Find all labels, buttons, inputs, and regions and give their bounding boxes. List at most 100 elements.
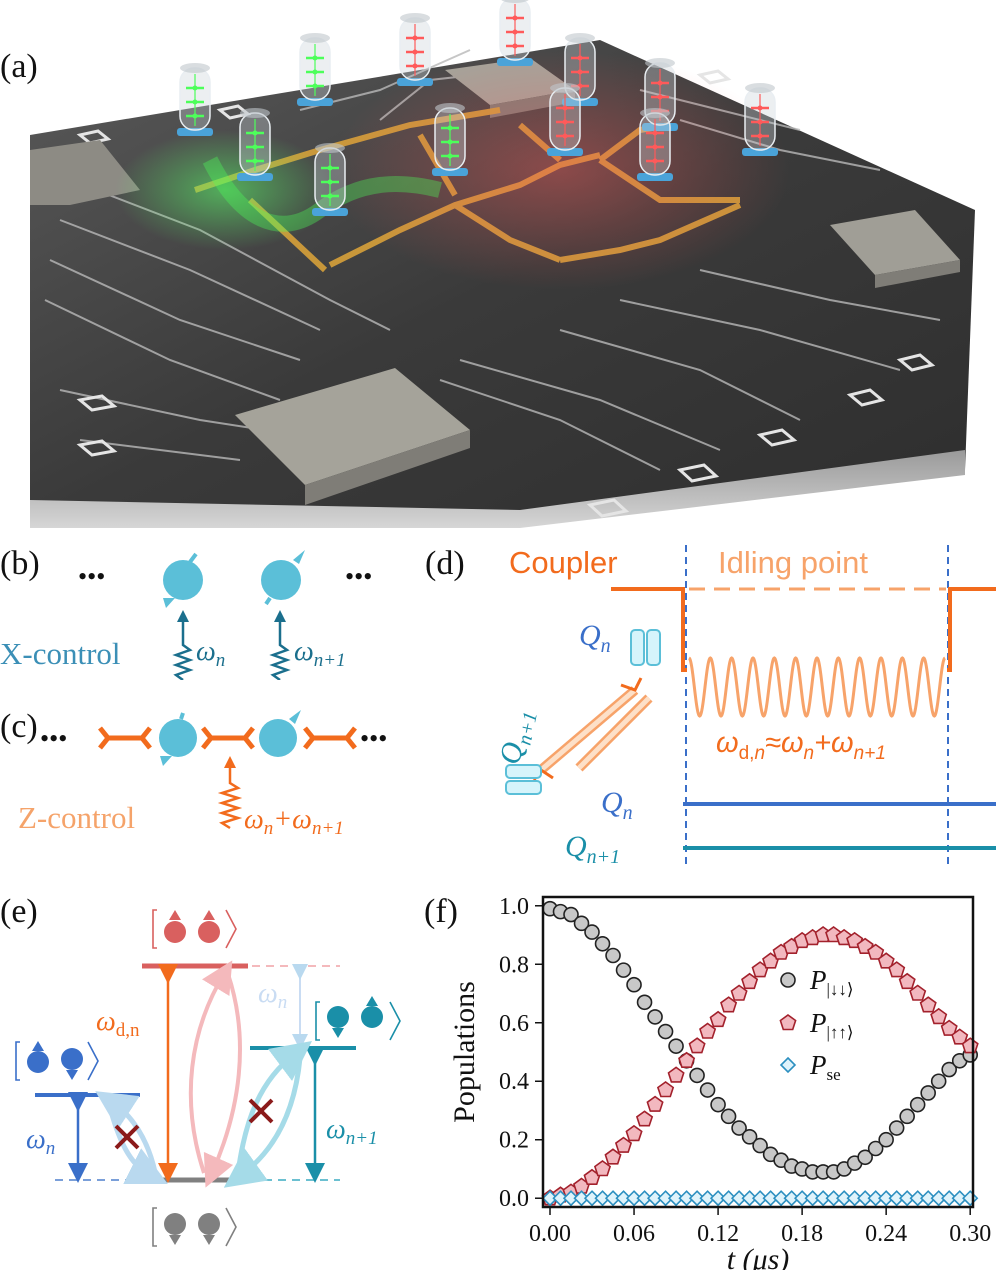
x-axis-label: t (μs) [727,1243,790,1270]
data-point [962,1190,979,1207]
data-point [709,1010,727,1028]
data-point [584,924,600,940]
data-point [635,1110,654,1127]
data-point [779,1014,797,1031]
svg-text:ωn: ωn [26,1124,55,1159]
qubit-capsule [637,108,673,181]
data-point [646,1095,664,1112]
panel-label-f: (f) [424,893,458,930]
data-point [951,1028,969,1045]
data-point [899,1190,916,1207]
svg-text:ωn+1: ωn+1 [326,1114,378,1149]
coupler-trace-end [947,587,996,672]
legend-label: Pse [809,1050,841,1084]
data-point [857,1190,874,1207]
data-point [541,1190,559,1207]
data-point [940,1019,958,1036]
data-point [898,972,916,990]
y-tick-label: 0.2 [499,1128,529,1154]
data-point [730,984,748,1001]
arrow-blocked-left-b [95,1091,158,1173]
data-point [657,1023,674,1040]
data-point [699,1022,717,1039]
svg-text:Qn+1: Qn+1 [565,830,620,868]
data-point [605,947,621,964]
forbidden-cross-left [114,1124,140,1150]
qubit-capsule [312,143,348,216]
state-up-up [152,909,237,949]
data-point [804,1190,821,1207]
data-point [741,1190,758,1207]
chip-front-edge [30,450,965,528]
data-point [678,1051,696,1068]
omega-n1: ω [294,636,314,667]
data-point [615,962,632,978]
data-point [751,1190,769,1207]
svg-text:ωn+ωn+1: ωn+ωn+1 [244,804,344,839]
data-point [688,1037,706,1054]
spin-n [163,552,203,608]
data-point [636,1190,653,1207]
data-point [878,1131,894,1148]
x-tick-label: 0.12 [697,1221,739,1247]
coupler-label: Coupler [509,545,618,580]
data-point [562,1190,580,1207]
dots-left: ••• [78,562,105,591]
y-axis-label: Populations [448,981,481,1123]
panel-b-diagram: ••• ••• X-control ωn ωn+1 [0,550,372,680]
x-tick-label: 0.06 [613,1221,655,1247]
data-point [888,1190,905,1207]
dots-right-c: ••• [360,724,387,753]
qubit-capsule [237,108,273,181]
panel-e-diagram: ωd,n ωn ωn ωn+1 [15,909,401,1247]
data-point [877,952,895,969]
x-tick-label: 0.00 [529,1221,571,1247]
data-point [646,1190,664,1207]
data-point [920,1190,937,1207]
qn-label: Q [601,786,623,819]
data-point [909,1096,926,1113]
data-point [625,1124,643,1142]
arrow-blocked-right-b [223,1057,303,1188]
data-point [888,1120,905,1136]
data-point [552,1190,569,1207]
panel-label-a: (a) [0,48,38,85]
data-point [867,1140,884,1157]
dots-left-c: ••• [40,724,67,753]
spin-c-n [159,712,197,766]
data-point [930,1190,947,1207]
data-point [888,961,906,978]
w-n-faded-label: ω [258,978,278,1009]
y-tick-label: 0.4 [499,1069,529,1095]
svg-text:ωn: ωn [258,978,287,1013]
w-dn-label: ω [96,1006,116,1037]
data-point [604,1148,622,1165]
data-point [909,984,927,1001]
omega-n: ω [196,636,216,667]
data-point [783,1190,800,1207]
panel-label-c: (c) [0,708,38,745]
data-point [867,943,885,960]
data-point [699,1082,716,1098]
data-point [825,1190,842,1207]
data-point [573,1190,590,1207]
panel-label-d: (d) [425,545,465,582]
state-down-up [315,996,401,1041]
coupler-icon-1 [98,726,152,750]
data-point [951,1190,968,1207]
data-point [846,1190,863,1207]
data-point [688,1190,706,1207]
state-down-down [152,1207,237,1247]
y-tick-label: 0.8 [499,952,529,978]
svg-text:Qn: Qn [601,786,633,824]
qn1-label: Q [565,830,587,863]
data-point [604,1190,622,1207]
data-point [741,972,759,990]
data-point [919,996,937,1013]
qubit-capsule [297,33,333,106]
data-point [720,1108,737,1125]
data-point [867,1190,884,1207]
svg-text:ωn: ωn [196,636,225,671]
